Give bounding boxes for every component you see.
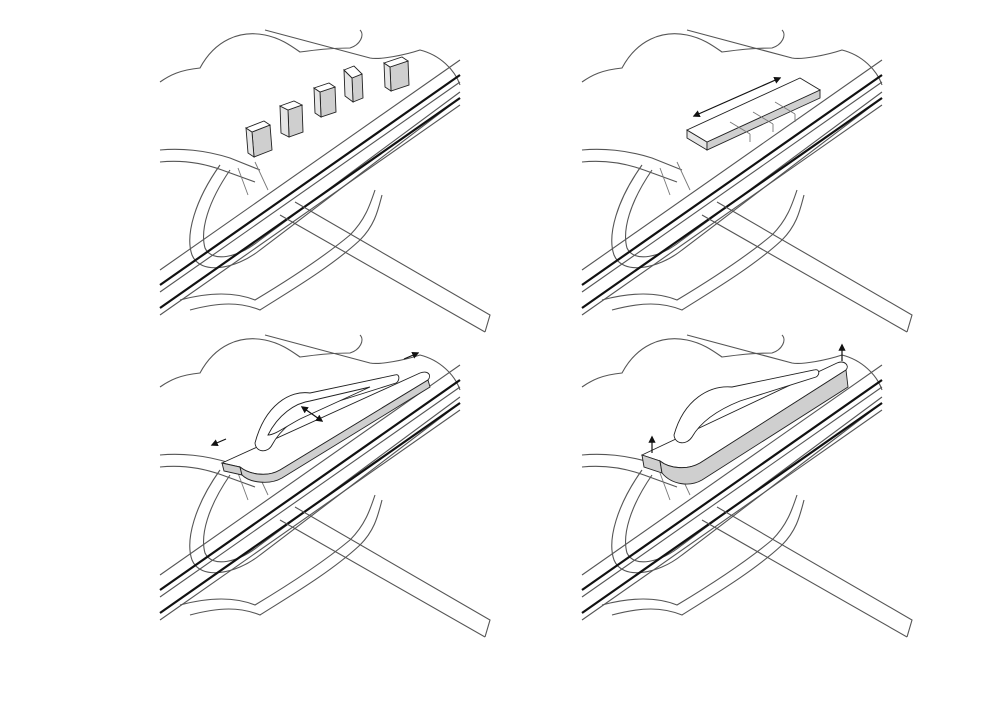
ring-building-raised	[640, 361, 849, 485]
panel-ring-building-stretch	[158, 333, 492, 639]
arrows-join	[692, 77, 782, 117]
panel-joined-blocks	[580, 28, 914, 334]
arrows-rise	[648, 343, 846, 453]
arrows-stretch	[210, 351, 420, 447]
panel-separate-blocks	[158, 28, 492, 334]
ring-building	[220, 371, 431, 483]
panel-ring-building-rise	[580, 333, 914, 639]
building-blocks	[245, 56, 410, 158]
